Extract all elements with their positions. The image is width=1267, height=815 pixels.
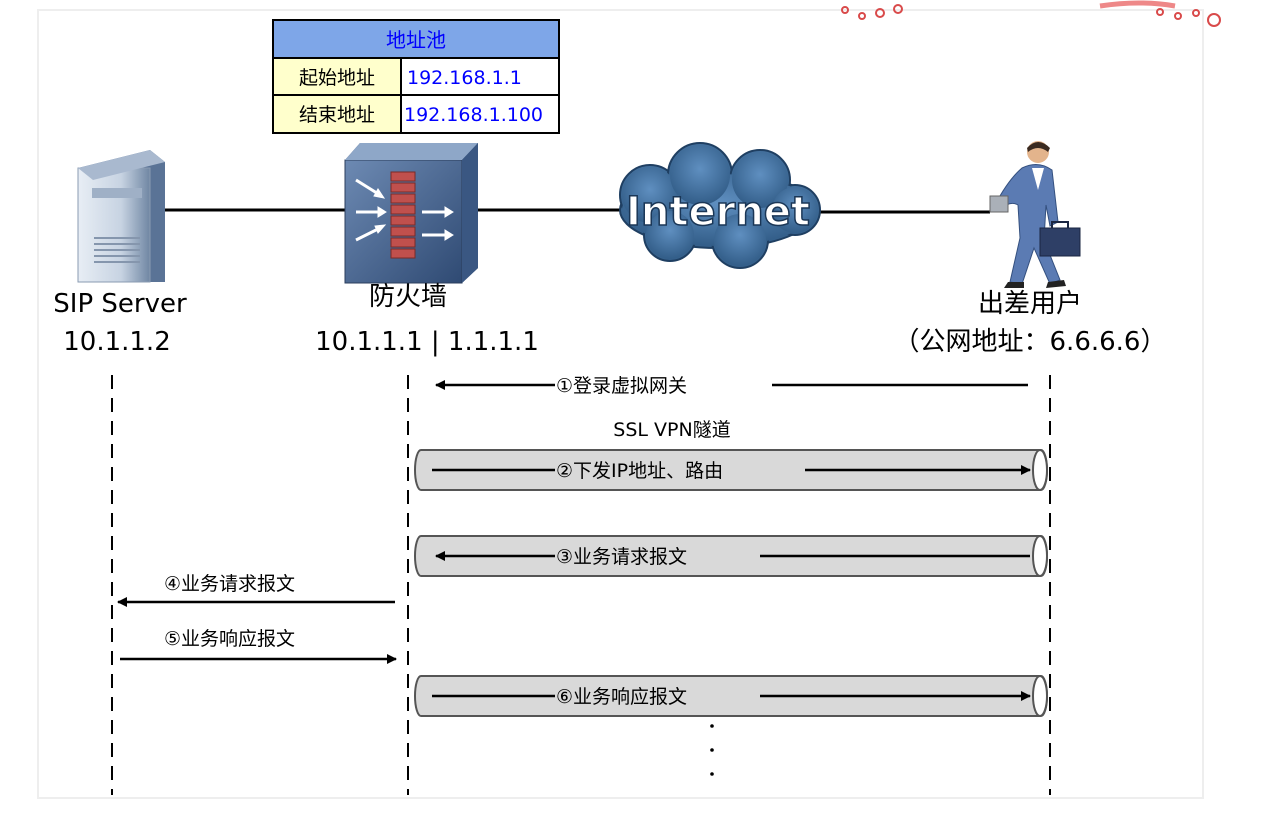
server-icon xyxy=(77,150,165,283)
pool-end-label: 结束地址 xyxy=(299,104,375,126)
tunnel-label: SSL VPN隧道 xyxy=(613,419,730,441)
tunnel-step-3: ③业务请求报文 xyxy=(414,535,1048,577)
server-ip: 10.1.1.2 xyxy=(63,327,171,357)
firewall-ip: 10.1.1.1 | 1.1.1.1 xyxy=(315,327,539,357)
pool-end-value: 192.168.1.100 xyxy=(404,104,543,126)
continuation-dots xyxy=(710,724,714,776)
step-5-label: ⑤业务响应报文 xyxy=(164,628,295,650)
step-6-label: ⑥业务响应报文 xyxy=(556,686,687,708)
server-name: SIP Server xyxy=(53,289,187,319)
step-4-label: ④业务请求报文 xyxy=(164,573,295,595)
user-name: 出差用户 xyxy=(978,289,1082,319)
user-address: （公网地址：6.6.6.6） xyxy=(894,327,1167,357)
pool-start-value: 192.168.1.1 xyxy=(407,67,522,89)
decorative-bubbles xyxy=(841,0,1221,27)
cloud-icon: Internet xyxy=(619,142,821,269)
pool-header-cell xyxy=(272,19,560,59)
tunnel-step-2: ②下发IP地址、路由 xyxy=(414,449,1048,491)
address-pool-table: 地址池 起始地址 192.168.1.1 结束地址 192.168.1.100 xyxy=(272,19,560,134)
step-3-label: ③业务请求报文 xyxy=(556,546,687,568)
tunnel-step-6: ⑥业务响应报文 xyxy=(414,675,1048,717)
pool-title: 地址池 xyxy=(386,28,446,52)
step-2-label: ②下发IP地址、路由 xyxy=(556,460,723,482)
firewall-icon xyxy=(344,143,478,284)
pool-start-label: 起始地址 xyxy=(299,67,375,89)
page-frame xyxy=(37,9,1204,799)
step-1-label: ①登录虚拟网关 xyxy=(556,375,687,397)
firewall-name: 防火墙 xyxy=(369,282,447,312)
business-traveler-icon xyxy=(989,141,1081,288)
pool-end-value-cell xyxy=(400,94,560,134)
internet-label: Internet xyxy=(626,189,810,235)
